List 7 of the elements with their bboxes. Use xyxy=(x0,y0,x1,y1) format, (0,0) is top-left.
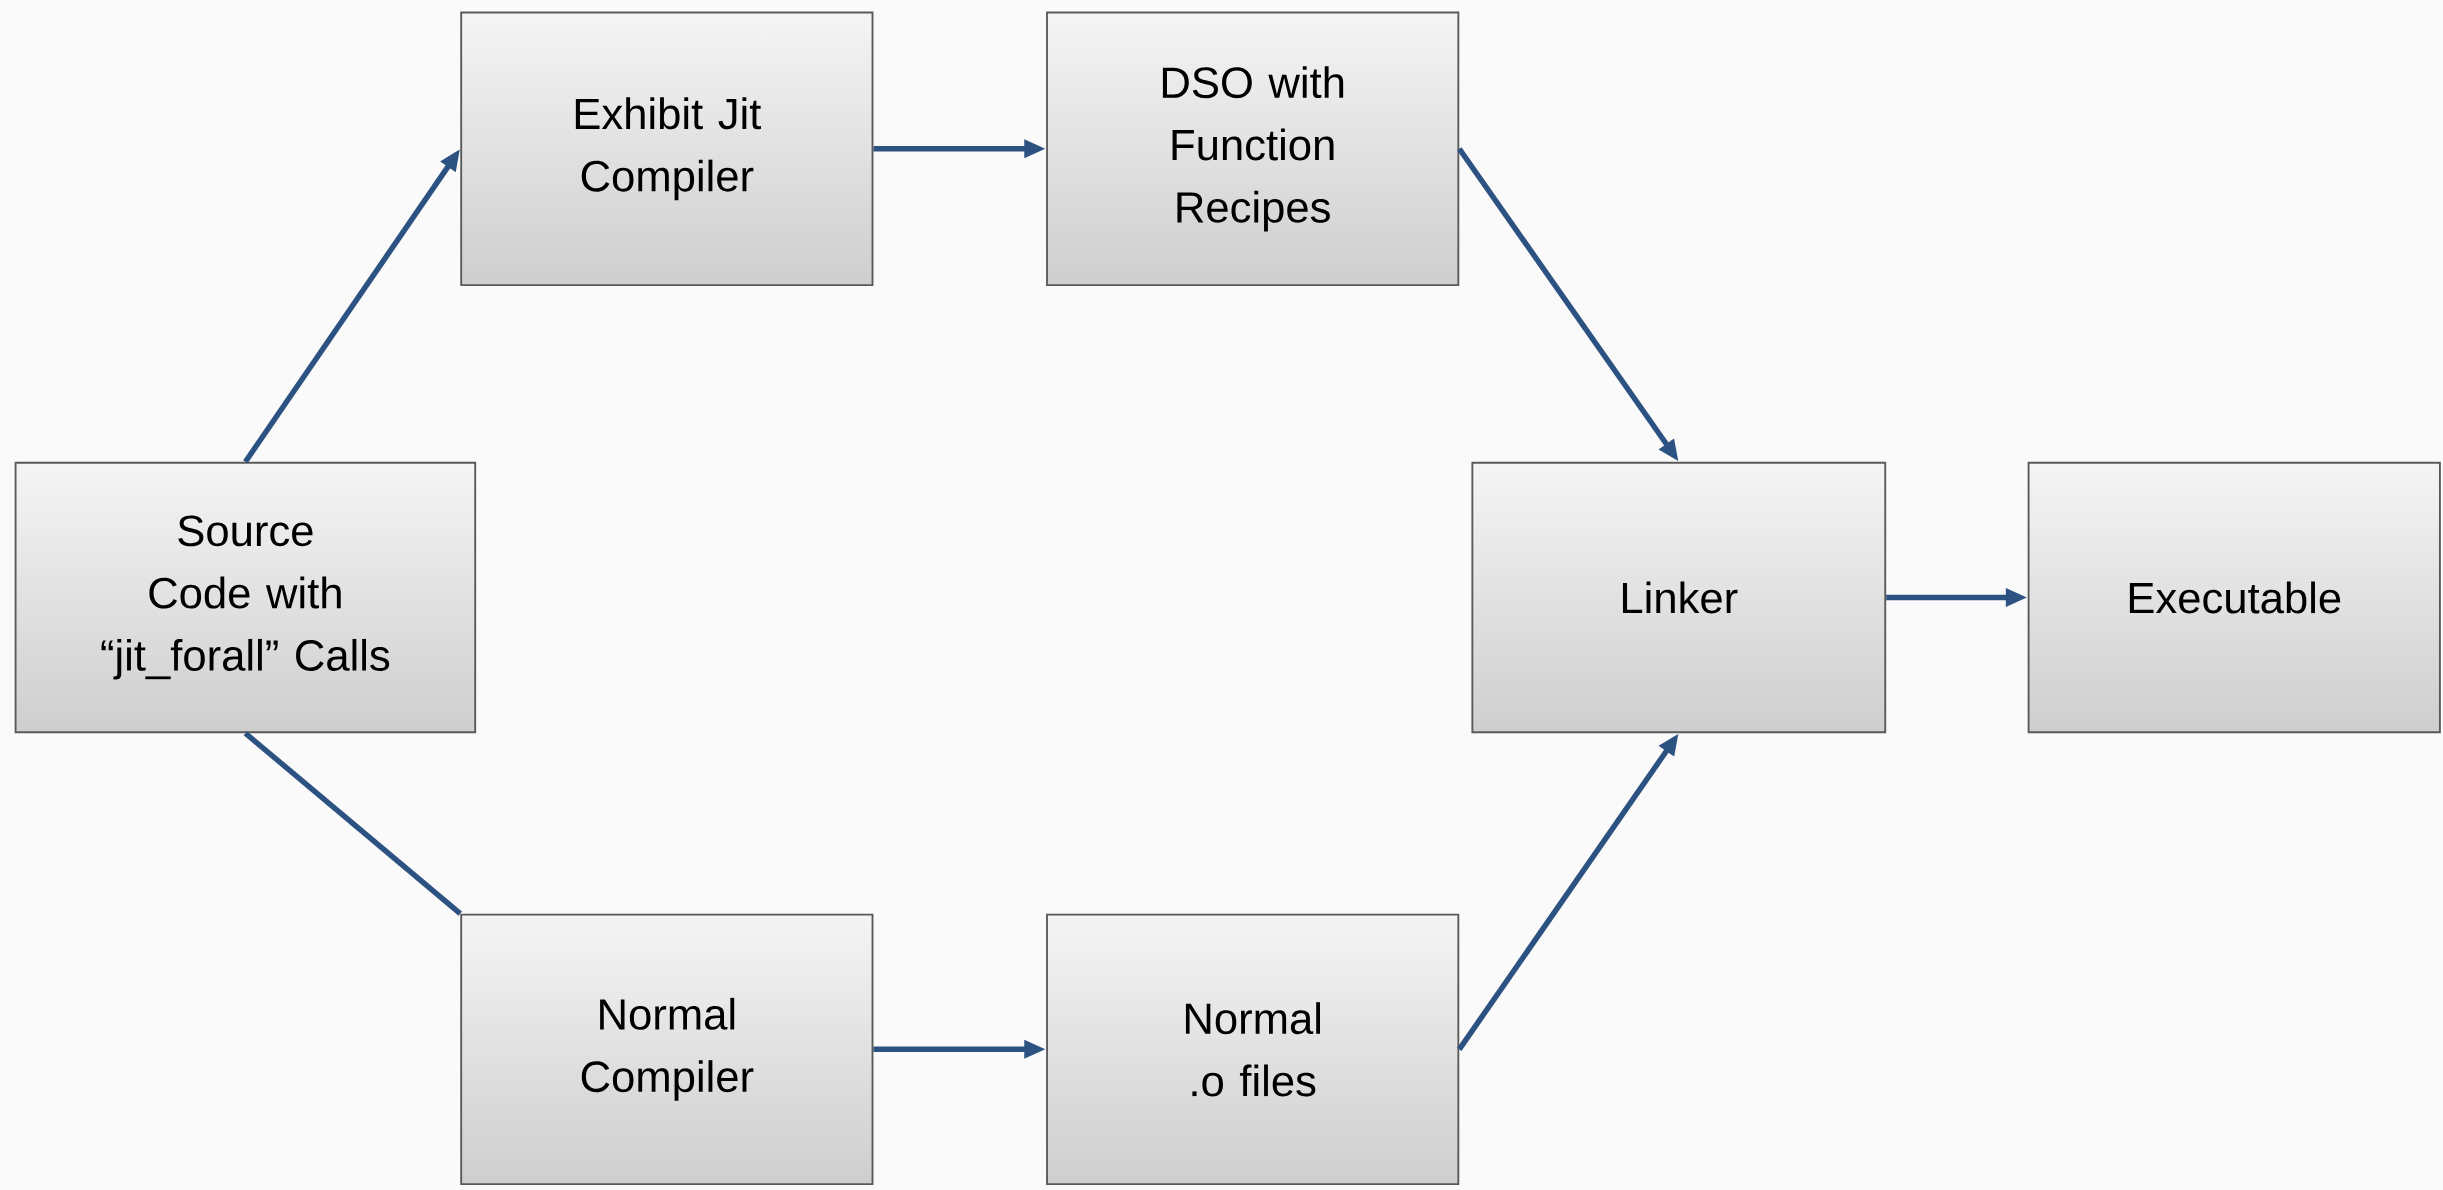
process-box: Executable xyxy=(2027,461,2441,734)
process-box: Normal Compiler xyxy=(460,913,874,1185)
process-box: Source Code with “jit_forall” Calls xyxy=(14,461,477,734)
process-box: DSO with Function Recipes xyxy=(1046,11,1460,286)
process-box: Linker xyxy=(1471,461,1887,734)
process-box: Normal .o files xyxy=(1046,913,1460,1185)
process-box: Exhibit Jit Compiler xyxy=(460,11,874,286)
